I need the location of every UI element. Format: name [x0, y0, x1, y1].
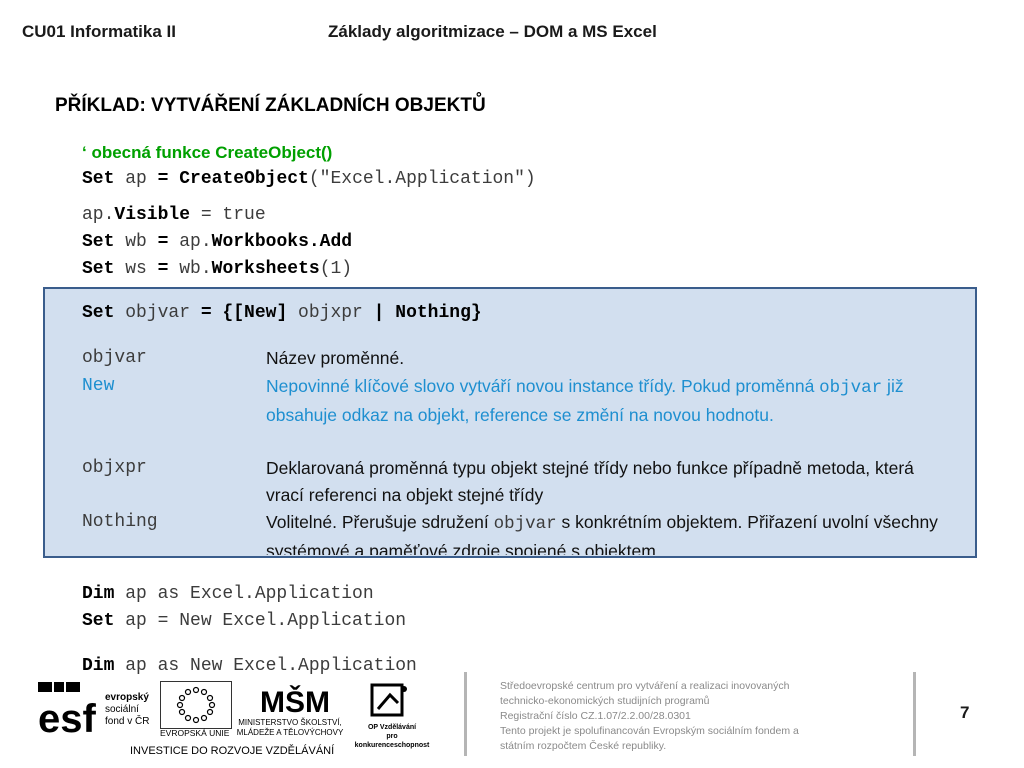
footer-divider-left	[464, 672, 467, 756]
page-number: 7	[960, 703, 970, 722]
svg-text:esf: esf	[38, 697, 96, 740]
desc-nothing: Volitelné. Přerušuje sdružení objvar s k…	[266, 512, 938, 555]
code-line-set-ap-new: Set ap = New Excel.Application	[82, 611, 407, 631]
syntax-definition-box	[43, 287, 977, 558]
term-objxpr: objxpr	[82, 458, 147, 478]
keyword-set: Set	[82, 169, 115, 189]
term-objvar: objvar	[82, 348, 147, 368]
op-vzdelavani-logo	[368, 681, 414, 726]
desc-objxpr: Deklarovaná proměnná typu objekt stejné …	[266, 458, 914, 505]
code-line-dim-ap-new: Dim ap as New Excel.Application	[82, 656, 417, 676]
header-course-title: CU01 Informatika II	[22, 22, 176, 41]
investice-label: INVESTICE DO ROZVOJE VZDĚLÁVÁNÍ	[130, 745, 335, 757]
slide-heading: PŘÍKLAD: VYTVÁŘENÍ ZÁKLADNÍCH OBJEKTŮ	[55, 95, 486, 116]
term-nothing: Nothing	[82, 512, 158, 532]
code-line-worksheets: Set ws = wb.Worksheets(1)	[82, 259, 353, 279]
desc-objvar: Název proměnné.	[266, 348, 405, 368]
term-new: New	[82, 376, 115, 396]
code-comment: ‘ obecná funkce CreateObject()	[82, 143, 333, 162]
code-line-dim-ap: Dim ap as Excel.Application	[82, 584, 374, 604]
op-vzdelavani-label: OP Vzdělávání pro konkurenceschopnost	[354, 724, 430, 749]
esf-logo-text: evropský sociální fond v ČR	[105, 692, 150, 727]
create-object-fn: CreateObject	[168, 169, 309, 189]
msmt-label: MINISTERSTVO ŠKOLSTVÍ, MLÁDEŽE A TĚLOVÝC…	[236, 718, 344, 737]
svg-text:MŠMT: MŠMT	[260, 685, 328, 719]
footer-project-info: Středoevropské centrum pro vytváření a r…	[500, 680, 799, 752]
syntax-line: Set objvar = {[New] objxpr | Nothing}	[82, 303, 482, 323]
esf-logo: esf	[38, 680, 128, 741]
footer-divider-right	[913, 672, 916, 756]
code-line-create-object: Set ap = CreateObject("Excel.Application…	[82, 169, 536, 189]
eu-flag-icon	[160, 681, 232, 729]
header-topic-title: Základy algoritmizace – DOM a MS Excel	[328, 22, 657, 41]
code-line-visible: ap.Visible = true	[82, 205, 266, 225]
eu-label: EVROPSKÁ UNIE	[160, 728, 230, 738]
code-line-workbooks: Set wb = ap.Workbooks.Add	[82, 232, 353, 252]
desc-new: Nepovinné klíčové slovo vytváří novou in…	[266, 376, 904, 425]
